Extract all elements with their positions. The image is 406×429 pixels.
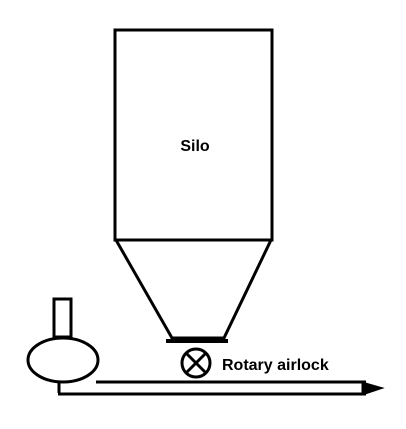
blower-motor [52,297,73,339]
silo: Silo [113,28,274,340]
rotary-airlock: Rotary airlock [166,339,329,379]
conveying-pipeline [57,380,385,396]
silo-hopper [113,238,274,340]
silo-label: Silo [180,138,210,155]
silo-body [113,28,274,242]
airlock-cross-b [184,351,208,375]
blower [26,297,100,384]
airlock-label: Rotary airlock [222,357,329,374]
flow-arrow-icon [361,381,385,396]
blower-body [26,336,100,384]
